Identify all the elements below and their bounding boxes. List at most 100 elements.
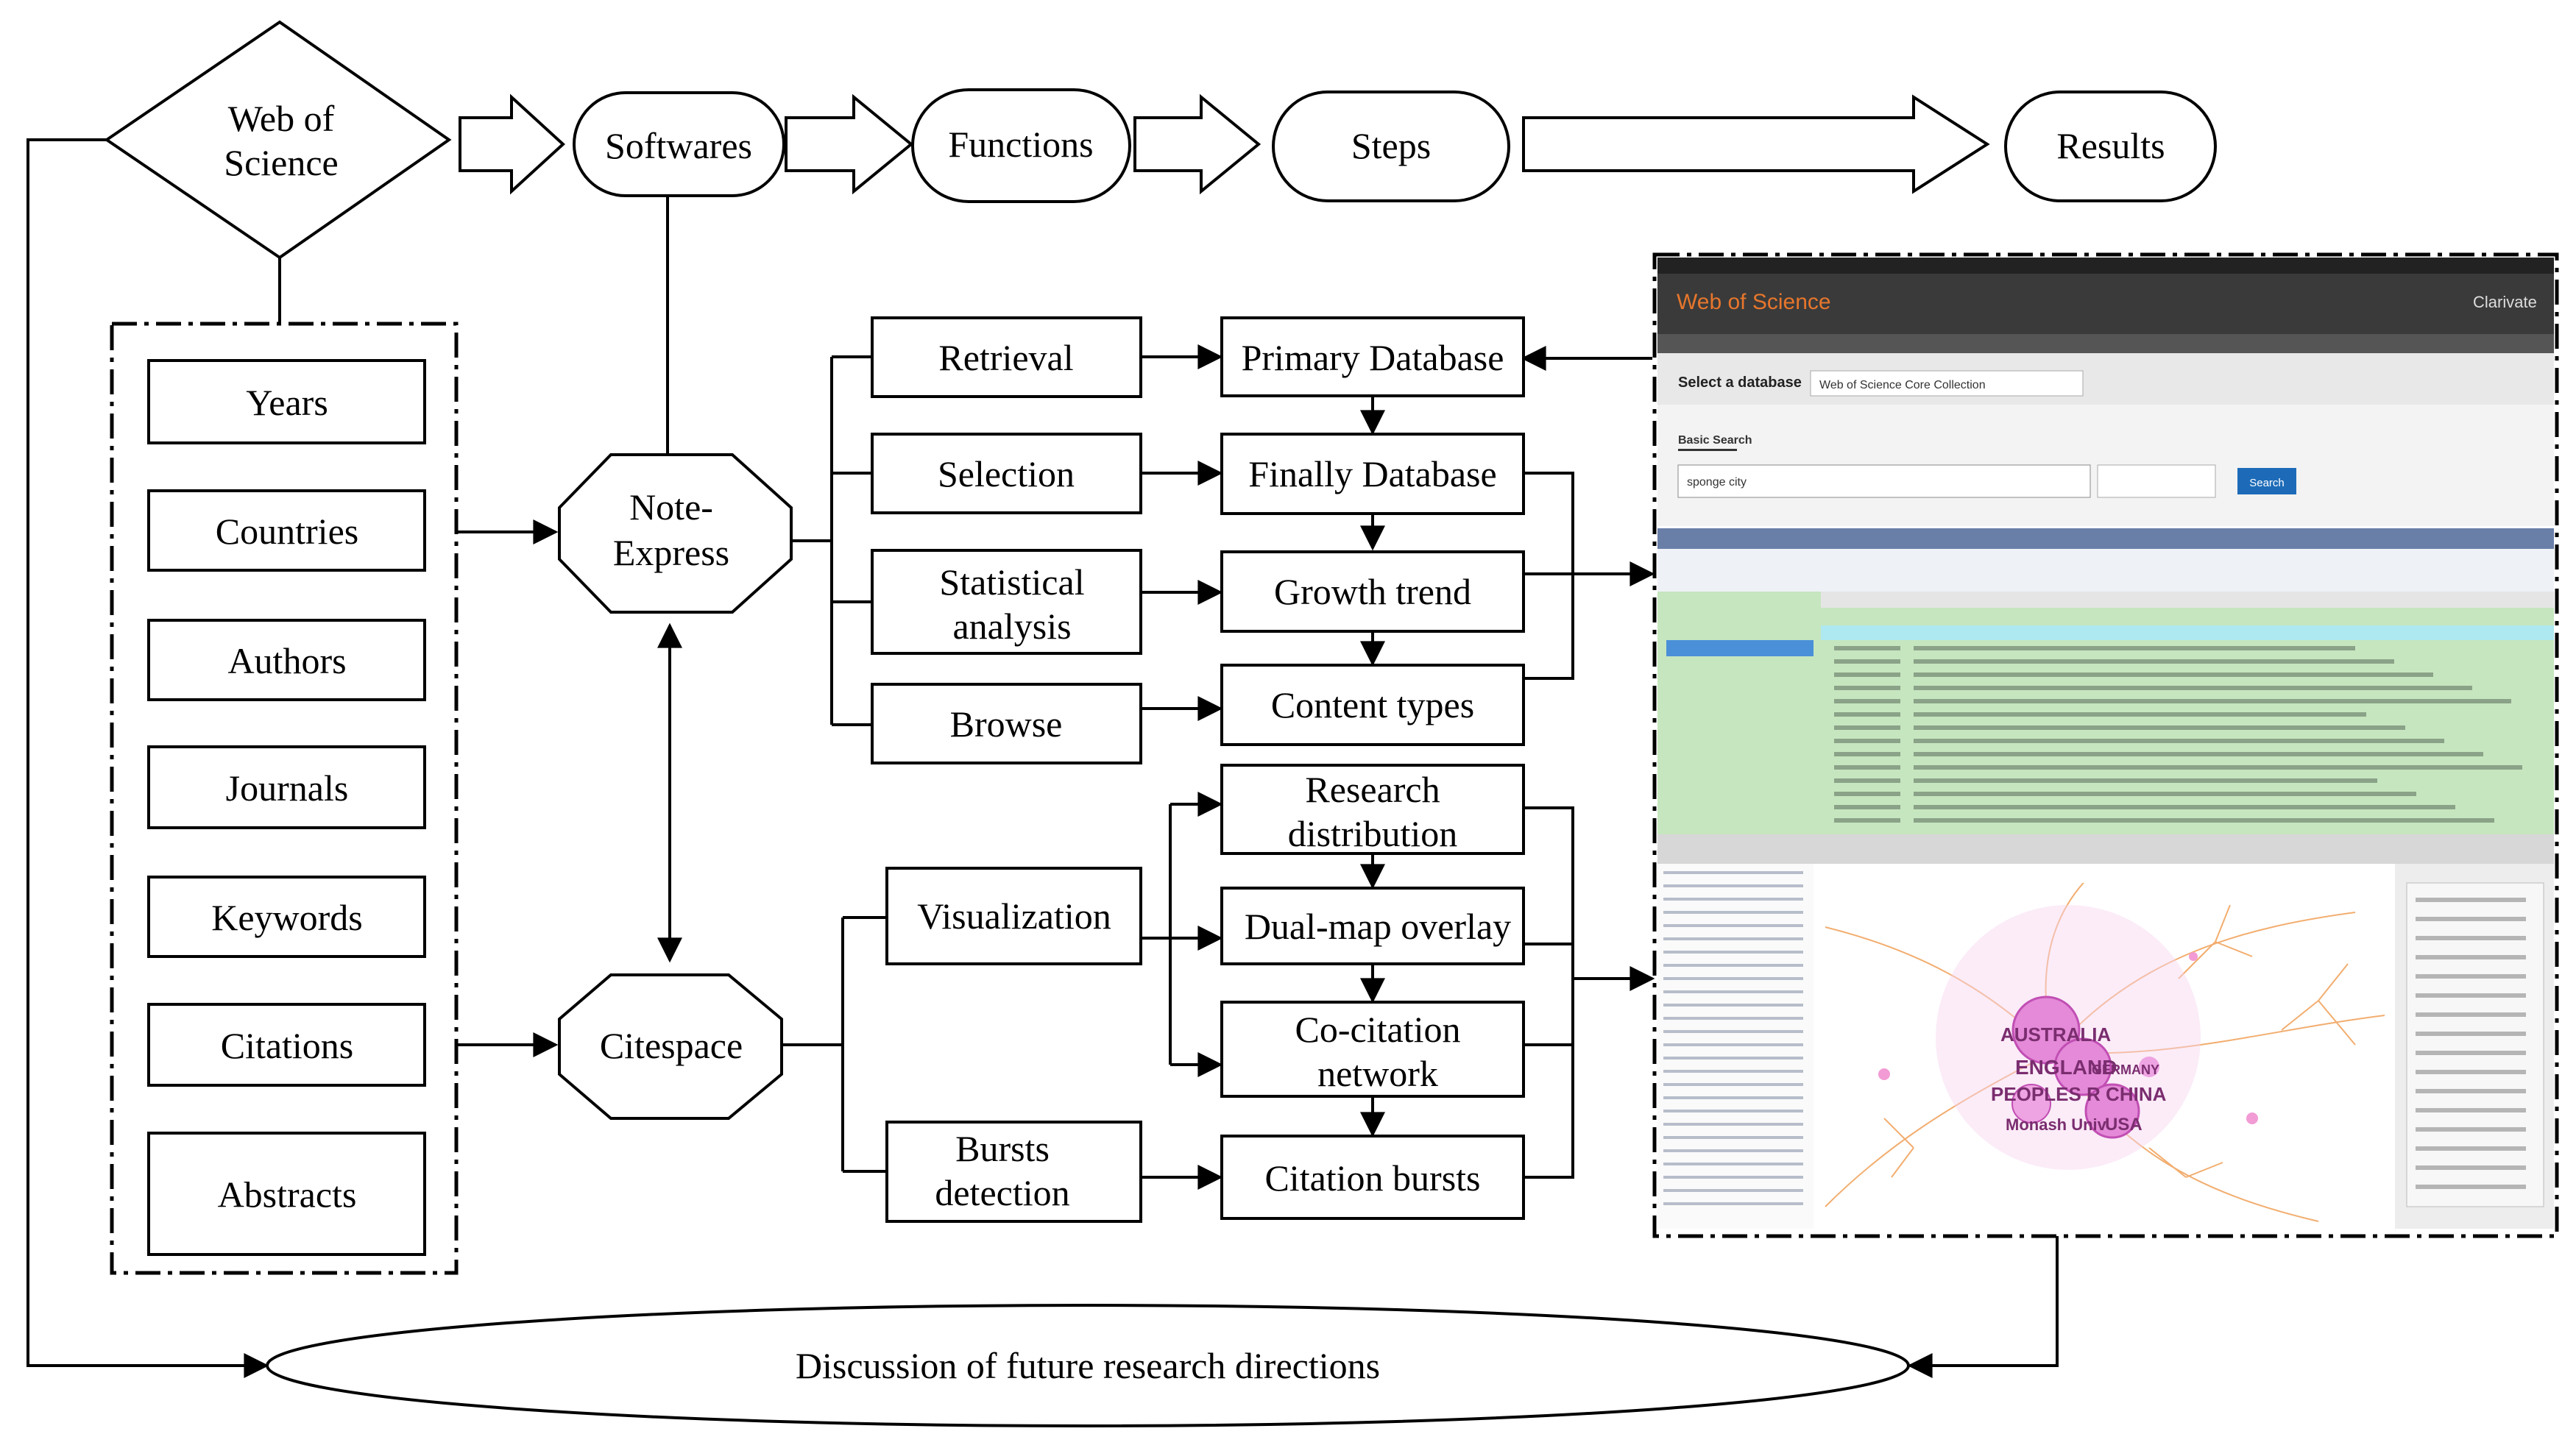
attribute-label: Keywords xyxy=(211,897,363,938)
ne-row-line xyxy=(1914,659,2394,664)
primary-db-box xyxy=(1220,316,1525,397)
wos-label-1: Web of xyxy=(228,98,335,139)
cs-network xyxy=(1825,883,2385,1222)
noteexpress-label-2: Express xyxy=(613,532,729,573)
cs-panel-line xyxy=(2416,1127,2526,1132)
attribute-label: Countries xyxy=(216,511,358,552)
cs-table-line xyxy=(1663,884,1803,887)
wos-label-2: Science xyxy=(224,142,338,183)
cs-table-line xyxy=(1663,924,1803,927)
wos-search-button[interactable] xyxy=(2237,468,2296,494)
attribute-label: Abstracts xyxy=(218,1174,357,1215)
attribute-box xyxy=(147,489,426,572)
ne-row-line xyxy=(1914,739,2444,743)
ne-row-line xyxy=(1914,792,2416,796)
arrow-functions-steps xyxy=(1133,93,1262,195)
cs-table-line xyxy=(1663,1202,1803,1205)
cs-panel-line xyxy=(2416,974,2526,979)
wos-screenshot: Web of Science Clarivate Select a databa… xyxy=(1657,258,2554,526)
ne-row-line xyxy=(1914,805,2455,809)
cs-panel-line xyxy=(2416,1051,2526,1055)
cs-panel-line xyxy=(2416,1165,2526,1170)
arrow-steps-results xyxy=(1522,94,1990,194)
cs-table-line xyxy=(1663,1136,1803,1139)
cs-table-line xyxy=(1663,1096,1803,1099)
ne-row-meta xyxy=(1834,659,1900,664)
finally-db-label: Finally Database xyxy=(1248,453,1496,494)
connectors xyxy=(26,138,2059,1378)
cs-table-line xyxy=(1663,1163,1803,1165)
basic-search-tab[interactable]: Basic Search xyxy=(1678,434,1752,447)
ne-row-meta xyxy=(1834,725,1900,730)
content-box xyxy=(1220,664,1525,746)
ne-row-line xyxy=(1914,686,2472,690)
step-boxes xyxy=(1220,316,1525,1220)
results-label: Results xyxy=(2056,125,2165,166)
cs-table-line xyxy=(1663,1070,1803,1073)
attribute-box xyxy=(147,745,426,829)
cs-table-line xyxy=(1663,871,1803,874)
cs-panel-line xyxy=(2416,1108,2526,1112)
ne-row-line xyxy=(1914,699,2511,703)
research-label-2: distribution xyxy=(1288,813,1458,854)
visualization-box xyxy=(885,867,1142,965)
noteexpress-label-1: Note- xyxy=(629,486,713,528)
cs-table-line xyxy=(1663,1057,1803,1060)
arrow-wos-softwares xyxy=(459,93,565,195)
cs-panel-line xyxy=(2416,955,2526,959)
cs-panel-line xyxy=(2416,1070,2526,1074)
ne-row-meta xyxy=(1834,805,1900,809)
wos-search-input[interactable]: sponge city xyxy=(1687,476,1747,489)
cs-table-line xyxy=(1663,1043,1803,1046)
ne-row-meta xyxy=(1834,686,1900,690)
ne-row-line xyxy=(1914,778,2377,783)
attribute-label: Authors xyxy=(227,640,346,681)
retrieval-box xyxy=(871,316,1142,398)
bursts-box xyxy=(885,1121,1142,1223)
citation-bursts-label: Citation bursts xyxy=(1264,1157,1480,1199)
cocitation-label-2: network xyxy=(1317,1053,1438,1094)
cs-panel-line xyxy=(2416,1146,2526,1151)
arrow-softwares-functions xyxy=(785,93,914,195)
discussion-label: Discussion of future research directions xyxy=(796,1345,1380,1386)
cs-panel-line xyxy=(2416,1032,2526,1036)
content-label: Content types xyxy=(1271,684,1474,725)
attributes-frame xyxy=(110,322,459,1275)
cs-panel-line xyxy=(2416,936,2526,940)
cs-table-line xyxy=(1663,1030,1803,1033)
cs-table-line xyxy=(1663,911,1803,914)
ne-row-meta xyxy=(1834,672,1900,677)
cs-table-line xyxy=(1663,1149,1803,1152)
cs-panel-line xyxy=(2416,993,2526,998)
steps-node: Steps xyxy=(1272,90,1510,202)
noteexpress-screenshot xyxy=(1657,528,2554,834)
attribute-box xyxy=(147,619,426,701)
bursts-label-2: detection xyxy=(935,1172,1069,1213)
functions-node: Functions xyxy=(911,88,1131,203)
functions-label: Functions xyxy=(948,124,1093,165)
citation-bursts-box xyxy=(1220,1135,1525,1220)
attribute-box xyxy=(147,876,426,958)
cs-table-line xyxy=(1663,1176,1803,1179)
ne-row-meta xyxy=(1834,778,1900,783)
noteexpress-node: Note- Express xyxy=(558,453,793,614)
cs-table-line xyxy=(1663,1189,1803,1192)
wos-logo: Web of Science xyxy=(1677,290,1831,314)
attribute-label: Years xyxy=(246,382,328,423)
cs-panel-line xyxy=(2416,1012,2526,1017)
cs-table-line xyxy=(1663,964,1803,967)
results-screenshots: Web of Science Clarivate Select a databa… xyxy=(1652,252,2559,1238)
results-frame xyxy=(1652,252,2559,1238)
cs-table-line xyxy=(1663,1123,1803,1126)
statistical-box xyxy=(871,549,1142,655)
cs-map-label: USA xyxy=(2105,1115,2142,1135)
cs-panel-line xyxy=(2416,1185,2526,1189)
clarivate-logo: Clarivate xyxy=(2473,293,2537,311)
ne-row-line xyxy=(1914,818,2494,823)
softwares-node: Softwares xyxy=(573,91,785,197)
research-box xyxy=(1220,764,1525,855)
cs-panel-line xyxy=(2416,917,2526,921)
db-select[interactable]: Web of Science Core Collection xyxy=(1819,379,1986,391)
cocitation-box xyxy=(1220,1001,1525,1098)
